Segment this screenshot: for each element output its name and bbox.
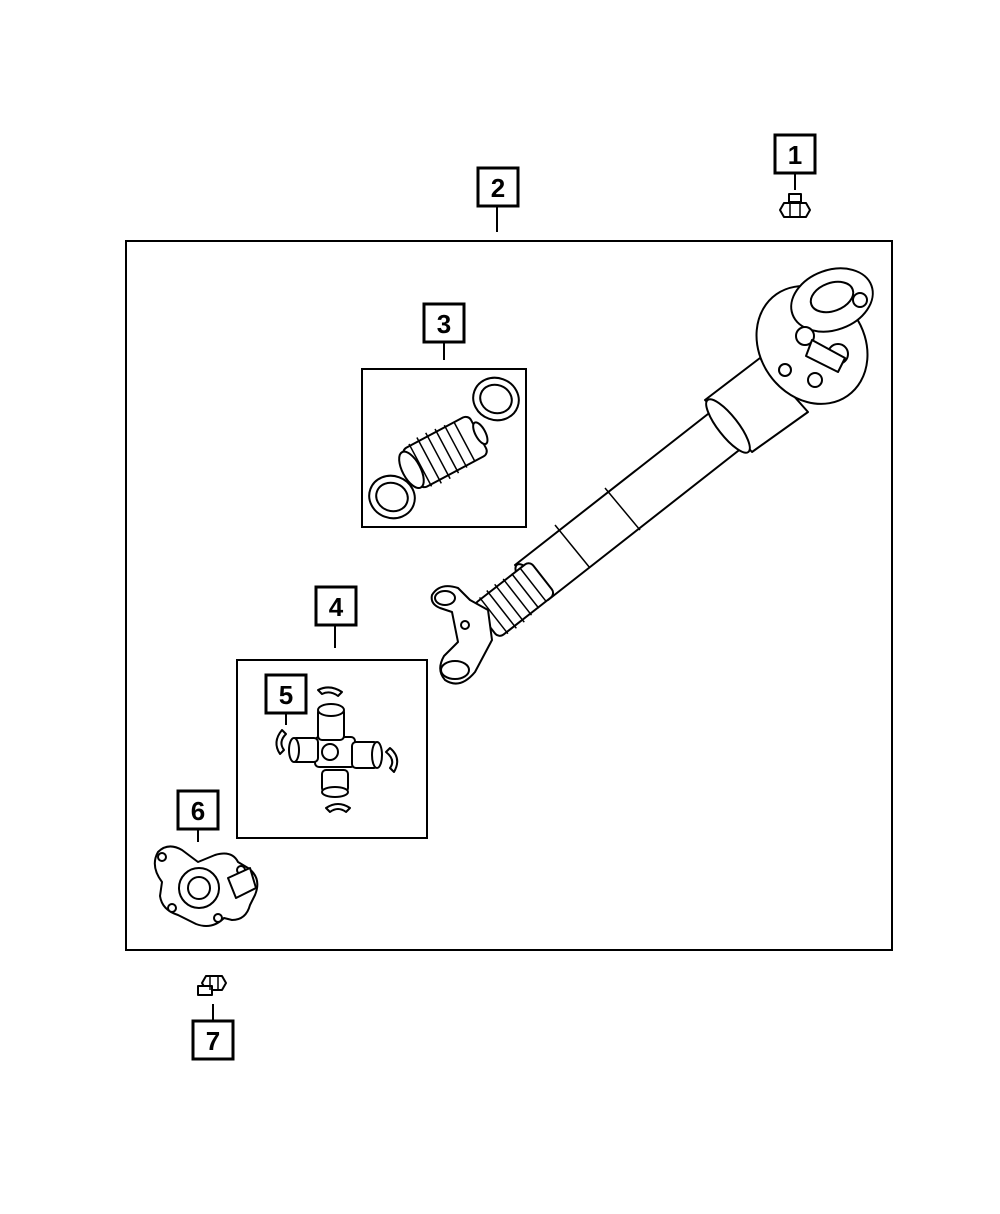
callout-6[interactable]: 6 — [176, 789, 220, 831]
callout-1[interactable]: 1 — [773, 133, 817, 175]
bolt-icon — [779, 193, 811, 218]
callout-4[interactable]: 4 — [314, 585, 358, 627]
callout-6-label: 6 — [191, 796, 205, 826]
callout-2-label: 2 — [491, 173, 505, 203]
callout-4-label: 4 — [329, 592, 344, 622]
callout-5-label: 5 — [279, 680, 293, 710]
callout-7-label: 7 — [206, 1026, 220, 1056]
u-joint-icon — [275, 686, 399, 813]
callout-2[interactable]: 2 — [476, 166, 520, 208]
u-joint-kit-box — [236, 659, 428, 839]
boot-kit-icon — [368, 376, 520, 520]
callout-1-label: 1 — [788, 140, 802, 170]
callout-3[interactable]: 3 — [422, 302, 466, 344]
driveshaft-icon — [430, 267, 874, 685]
flange-yoke-icon — [153, 845, 259, 927]
callout-3-label: 3 — [437, 309, 451, 339]
boot-kit-box — [361, 368, 527, 528]
bolt-icon-lower — [197, 975, 227, 996]
assembly-frame — [125, 240, 893, 951]
callout-5[interactable]: 5 — [264, 673, 308, 715]
callout-7[interactable]: 7 — [191, 1019, 235, 1061]
